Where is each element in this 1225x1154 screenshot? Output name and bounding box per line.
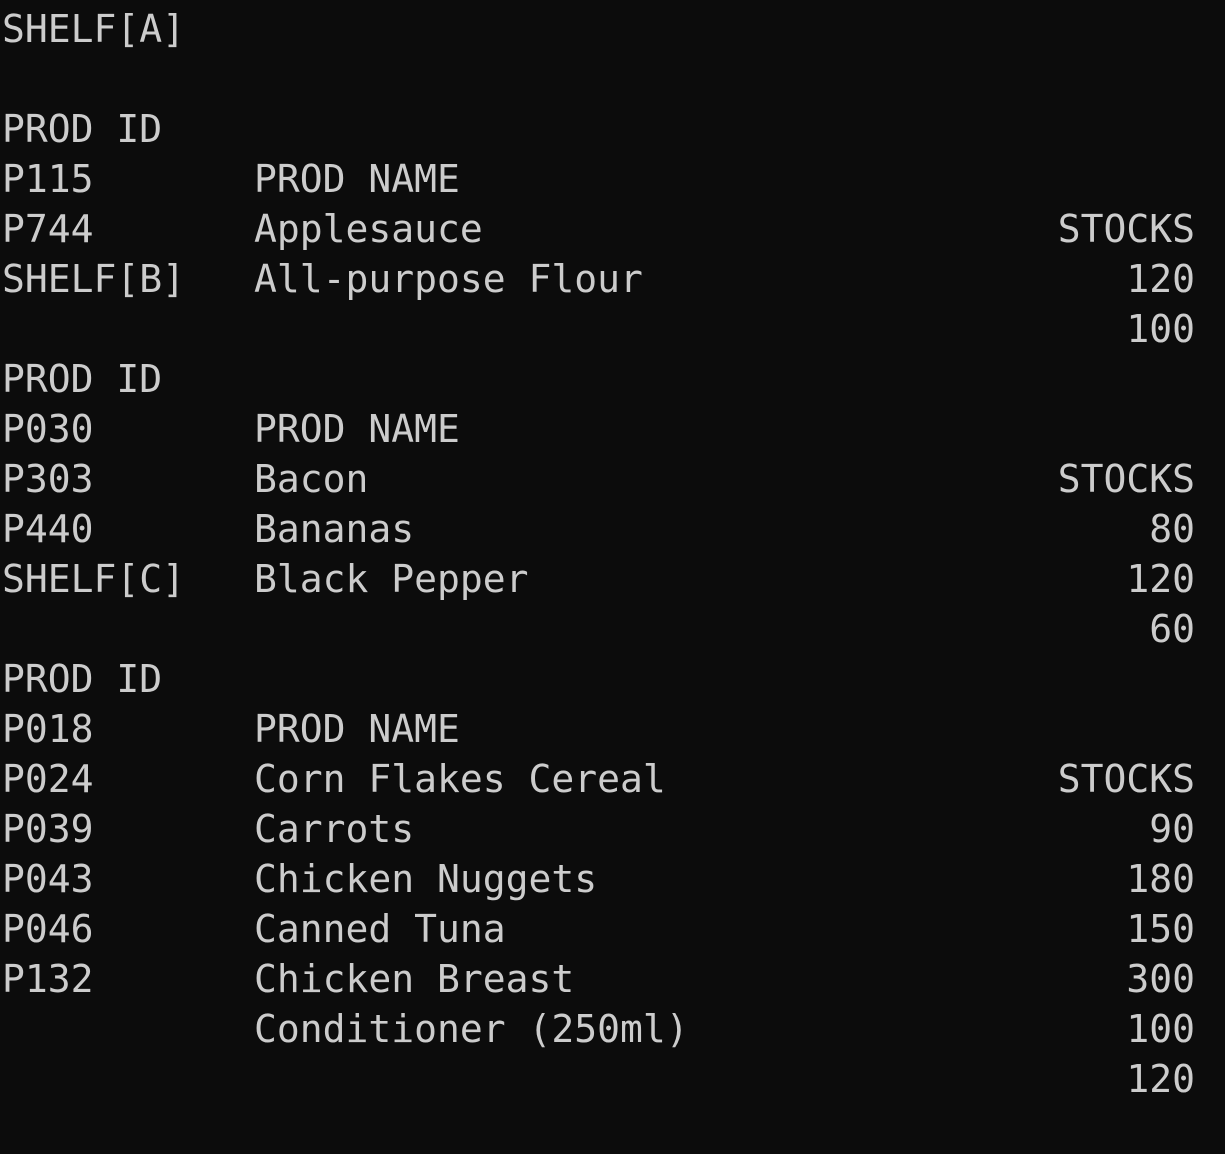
- prod-name: All-purpose Flour: [254, 257, 643, 301]
- prod-name: Chicken Nuggets: [254, 857, 598, 901]
- table-row: P018 Corn Flakes Cereal 90: [2, 654, 1225, 851]
- prod-name: Carrots: [254, 807, 415, 851]
- shelf-title: SHELF[B]: [2, 257, 186, 301]
- table-row: P744 All-purpose Flour 100: [2, 154, 1225, 351]
- header-prod-name: PROD NAME: [254, 407, 460, 451]
- prod-id: P018: [2, 707, 94, 751]
- table-header: PROD ID PROD NAME STOCKS: [2, 54, 1225, 251]
- prod-name: Chicken Breast: [254, 957, 575, 1001]
- header-stocks: STOCKS: [1057, 457, 1195, 501]
- prod-stock: 120: [1126, 557, 1195, 601]
- terminal-output: SHELF[A] PROD ID PROD NAME STOCKS P115 A…: [2, 4, 1225, 1101]
- shelf-title: SHELF[C]: [2, 557, 186, 601]
- header-stocks: STOCKS: [1057, 207, 1195, 251]
- table-row: P303 Bananas 120: [2, 404, 1225, 601]
- prod-name: Corn Flakes Cereal: [254, 757, 666, 801]
- table-row: P132 Conditioner (250ml) 120: [2, 904, 1225, 1101]
- shelf-title: SHELF[A]: [2, 7, 186, 51]
- header-prod-name: PROD NAME: [254, 707, 460, 751]
- prod-name: Black Pepper: [254, 557, 529, 601]
- table-row: P046 Chicken Breast 100: [2, 854, 1225, 1051]
- prod-stock: 120: [1126, 1057, 1195, 1101]
- prod-name: Applesauce: [254, 207, 483, 251]
- table-row: P440 Black Pepper 60: [2, 454, 1225, 651]
- prod-name: Conditioner (250ml): [254, 1007, 689, 1051]
- prod-id: P024: [2, 757, 94, 801]
- prod-id: P115: [2, 157, 94, 201]
- header-prod-id: PROD ID: [2, 357, 163, 401]
- header-prod-name: PROD NAME: [254, 157, 460, 201]
- blank-line: [2, 204, 1225, 254]
- prod-id: P030: [2, 407, 94, 451]
- prod-stock: 60: [1149, 607, 1195, 651]
- prod-stock: 90: [1149, 807, 1195, 851]
- table-row: P030 Bacon 80: [2, 354, 1225, 551]
- prod-stock: 120: [1126, 257, 1195, 301]
- prod-stock: 80: [1149, 507, 1195, 551]
- prod-stock: 150: [1126, 907, 1195, 951]
- prod-id: P046: [2, 907, 94, 951]
- prod-stock: 100: [1126, 307, 1195, 351]
- table-header: PROD ID PROD NAME STOCKS: [2, 304, 1225, 501]
- prod-name: Bacon: [254, 457, 369, 501]
- header-stocks: STOCKS: [1057, 757, 1195, 801]
- prod-id: P039: [2, 807, 94, 851]
- table-row: P039 Chicken Nuggets 150: [2, 754, 1225, 951]
- header-prod-id: PROD ID: [2, 657, 163, 701]
- table-row: P115 Applesauce 120: [2, 104, 1225, 301]
- prod-id: P043: [2, 857, 94, 901]
- table-row: P043 Canned Tuna 300: [2, 804, 1225, 1001]
- prod-stock: 180: [1126, 857, 1195, 901]
- prod-name: Canned Tuna: [254, 907, 506, 951]
- header-prod-id: PROD ID: [2, 107, 163, 151]
- table-header: PROD ID PROD NAME STOCKS: [2, 604, 1225, 801]
- prod-id: P132: [2, 957, 94, 1001]
- blank-line: [2, 504, 1225, 554]
- prod-stock: 100: [1126, 1007, 1195, 1051]
- prod-name: Bananas: [254, 507, 415, 551]
- prod-id: P744: [2, 207, 94, 251]
- prod-id: P303: [2, 457, 94, 501]
- prod-stock: 300: [1126, 957, 1195, 1001]
- table-row: P024 Carrots 180: [2, 704, 1225, 901]
- prod-id: P440: [2, 507, 94, 551]
